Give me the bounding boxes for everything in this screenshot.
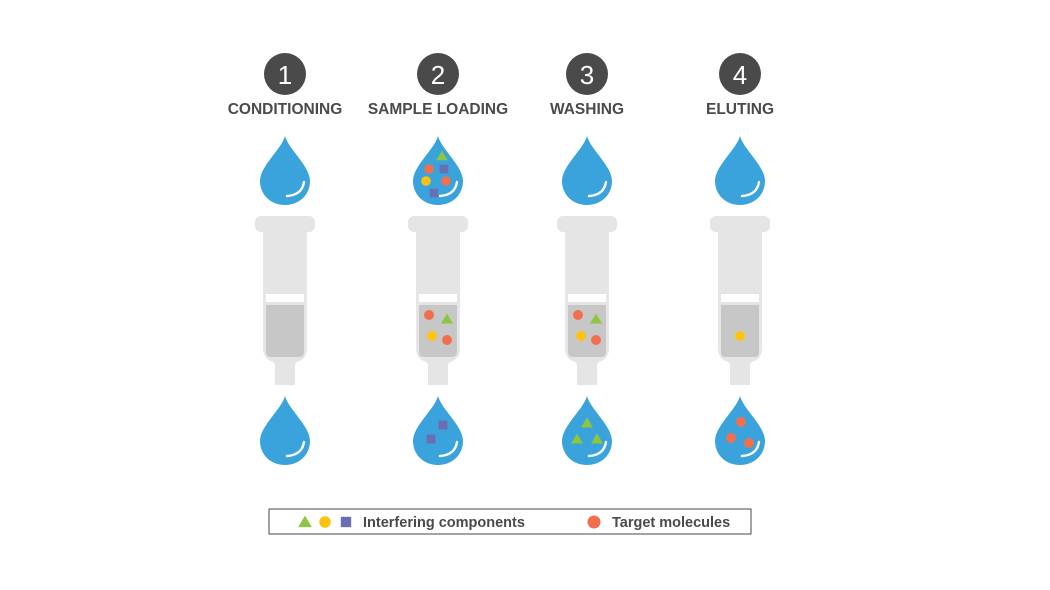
target-molecule-icon <box>424 310 434 320</box>
interfering-triangle-icon <box>581 417 593 428</box>
drop-highlight <box>740 440 761 458</box>
step-number: 3 <box>580 60 594 90</box>
step-title: WASHING <box>550 101 624 118</box>
spe-column <box>710 216 770 385</box>
spe-column <box>557 216 617 385</box>
interfering-triangle-icon <box>436 150 448 161</box>
column-frit <box>419 294 457 302</box>
input-drop-icon <box>715 136 765 205</box>
interfering-square-icon <box>429 188 439 198</box>
step-title: CONDITIONING <box>228 101 343 118</box>
interfering-triangle-icon <box>298 515 312 528</box>
input-drop-icon <box>562 136 612 205</box>
interfering-triangle-icon <box>591 433 603 444</box>
interfering-circle-icon <box>319 516 331 528</box>
interfering-triangle-icon <box>571 433 583 444</box>
input-drop-icon <box>413 136 463 205</box>
output-drop-icon <box>715 396 765 465</box>
interfering-circle-icon <box>427 331 437 341</box>
target-molecule-icon <box>441 176 451 186</box>
target-molecule-icon <box>591 335 601 345</box>
step-number-badge <box>417 53 459 95</box>
interfering-triangle-icon <box>590 313 602 324</box>
output-drop-icon <box>562 396 612 465</box>
step-number-badge <box>264 53 306 95</box>
target-molecule-icon <box>736 417 746 427</box>
drop-highlight <box>438 440 459 458</box>
column-sorbent-bed <box>266 305 304 357</box>
legend-interfering-label: Interfering components <box>363 515 525 531</box>
interfering-circle-icon <box>421 176 431 186</box>
drop-highlight <box>740 180 761 198</box>
drop-highlight <box>438 180 459 198</box>
step-title: ELUTING <box>706 101 774 118</box>
interfering-circle-icon <box>576 331 586 341</box>
output-drop-icon <box>260 396 310 465</box>
spe-column <box>255 216 315 385</box>
drop-highlight <box>587 440 608 458</box>
target-molecule-icon <box>573 310 583 320</box>
column-frit <box>721 294 759 302</box>
step-number-badge <box>566 53 608 95</box>
target-molecule-icon <box>726 433 736 443</box>
step-number-badge <box>719 53 761 95</box>
step-number: 4 <box>733 60 747 90</box>
interfering-square-icon <box>438 420 448 430</box>
drop-highlight <box>587 180 608 198</box>
output-drop-icon <box>413 396 463 465</box>
interfering-triangle-icon <box>441 313 453 324</box>
interfering-circle-icon <box>735 331 745 341</box>
drop-highlight <box>285 440 306 458</box>
step-number: 2 <box>431 60 445 90</box>
target-molecule-icon <box>442 335 452 345</box>
interfering-square-icon <box>439 164 449 174</box>
target-molecule-icon <box>587 515 601 529</box>
target-molecule-icon <box>744 438 754 448</box>
legend-target-shape <box>587 515 601 529</box>
target-molecule-icon <box>424 164 434 174</box>
legend-target-label: Target molecules <box>612 515 730 531</box>
interfering-square-icon <box>340 516 352 528</box>
step-title: SAMPLE LOADING <box>368 101 508 118</box>
interfering-square-icon <box>426 434 436 444</box>
spe-column <box>408 216 468 385</box>
legend-interfering-shapes <box>298 515 352 528</box>
legend: Interfering components Target molecules <box>268 508 752 535</box>
column-frit <box>568 294 606 302</box>
step-number: 1 <box>278 60 292 90</box>
input-drop-icon <box>260 136 310 205</box>
drop-highlight <box>285 180 306 198</box>
column-frit <box>266 294 304 302</box>
